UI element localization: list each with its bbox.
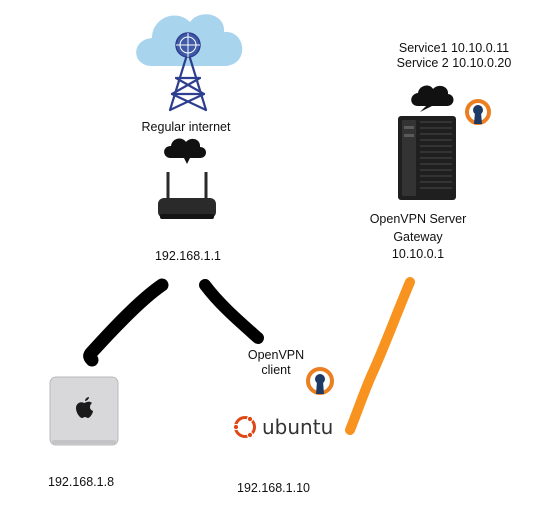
ubuntu-logo: ubuntu: [232, 415, 333, 439]
gateway-label: Gateway: [393, 230, 443, 244]
services-cloud-icon: [411, 85, 454, 112]
ubuntu-ip-label: 192.168.1.10: [237, 481, 310, 495]
router-icon: [158, 172, 216, 219]
server-title-label: OpenVPN Server: [369, 212, 467, 226]
mac-ip-label: 192.168.1.8: [48, 475, 115, 489]
service1-label: Service1 10.10.0.11: [398, 41, 510, 55]
apple-logo-icon: [76, 397, 93, 418]
openvpn-icon-server: [465, 99, 491, 125]
circle-of-friends-icon: [232, 415, 256, 439]
openvpn-icon-client: [306, 367, 334, 395]
gateway-ip-label: 10.10.0.1: [391, 247, 445, 261]
cloud-icon: [164, 138, 206, 164]
cloud-tower-icon: [136, 14, 243, 112]
vpn-tunnel-line: [345, 277, 415, 435]
service2-label: Service 2 10.10.0.20: [396, 56, 512, 70]
router-ip-label: 192.168.1.1: [154, 249, 222, 263]
ubuntu-wordmark: ubuntu: [262, 415, 333, 439]
server-tower-icon: [398, 116, 456, 200]
openvpn-client-label: OpenVPN client: [247, 348, 305, 377]
link-router-mac: [83, 278, 169, 367]
link-router-ubuntu: [199, 279, 264, 344]
mac-mini-icon: [49, 376, 119, 446]
internet-label: Regular internet: [141, 120, 231, 134]
